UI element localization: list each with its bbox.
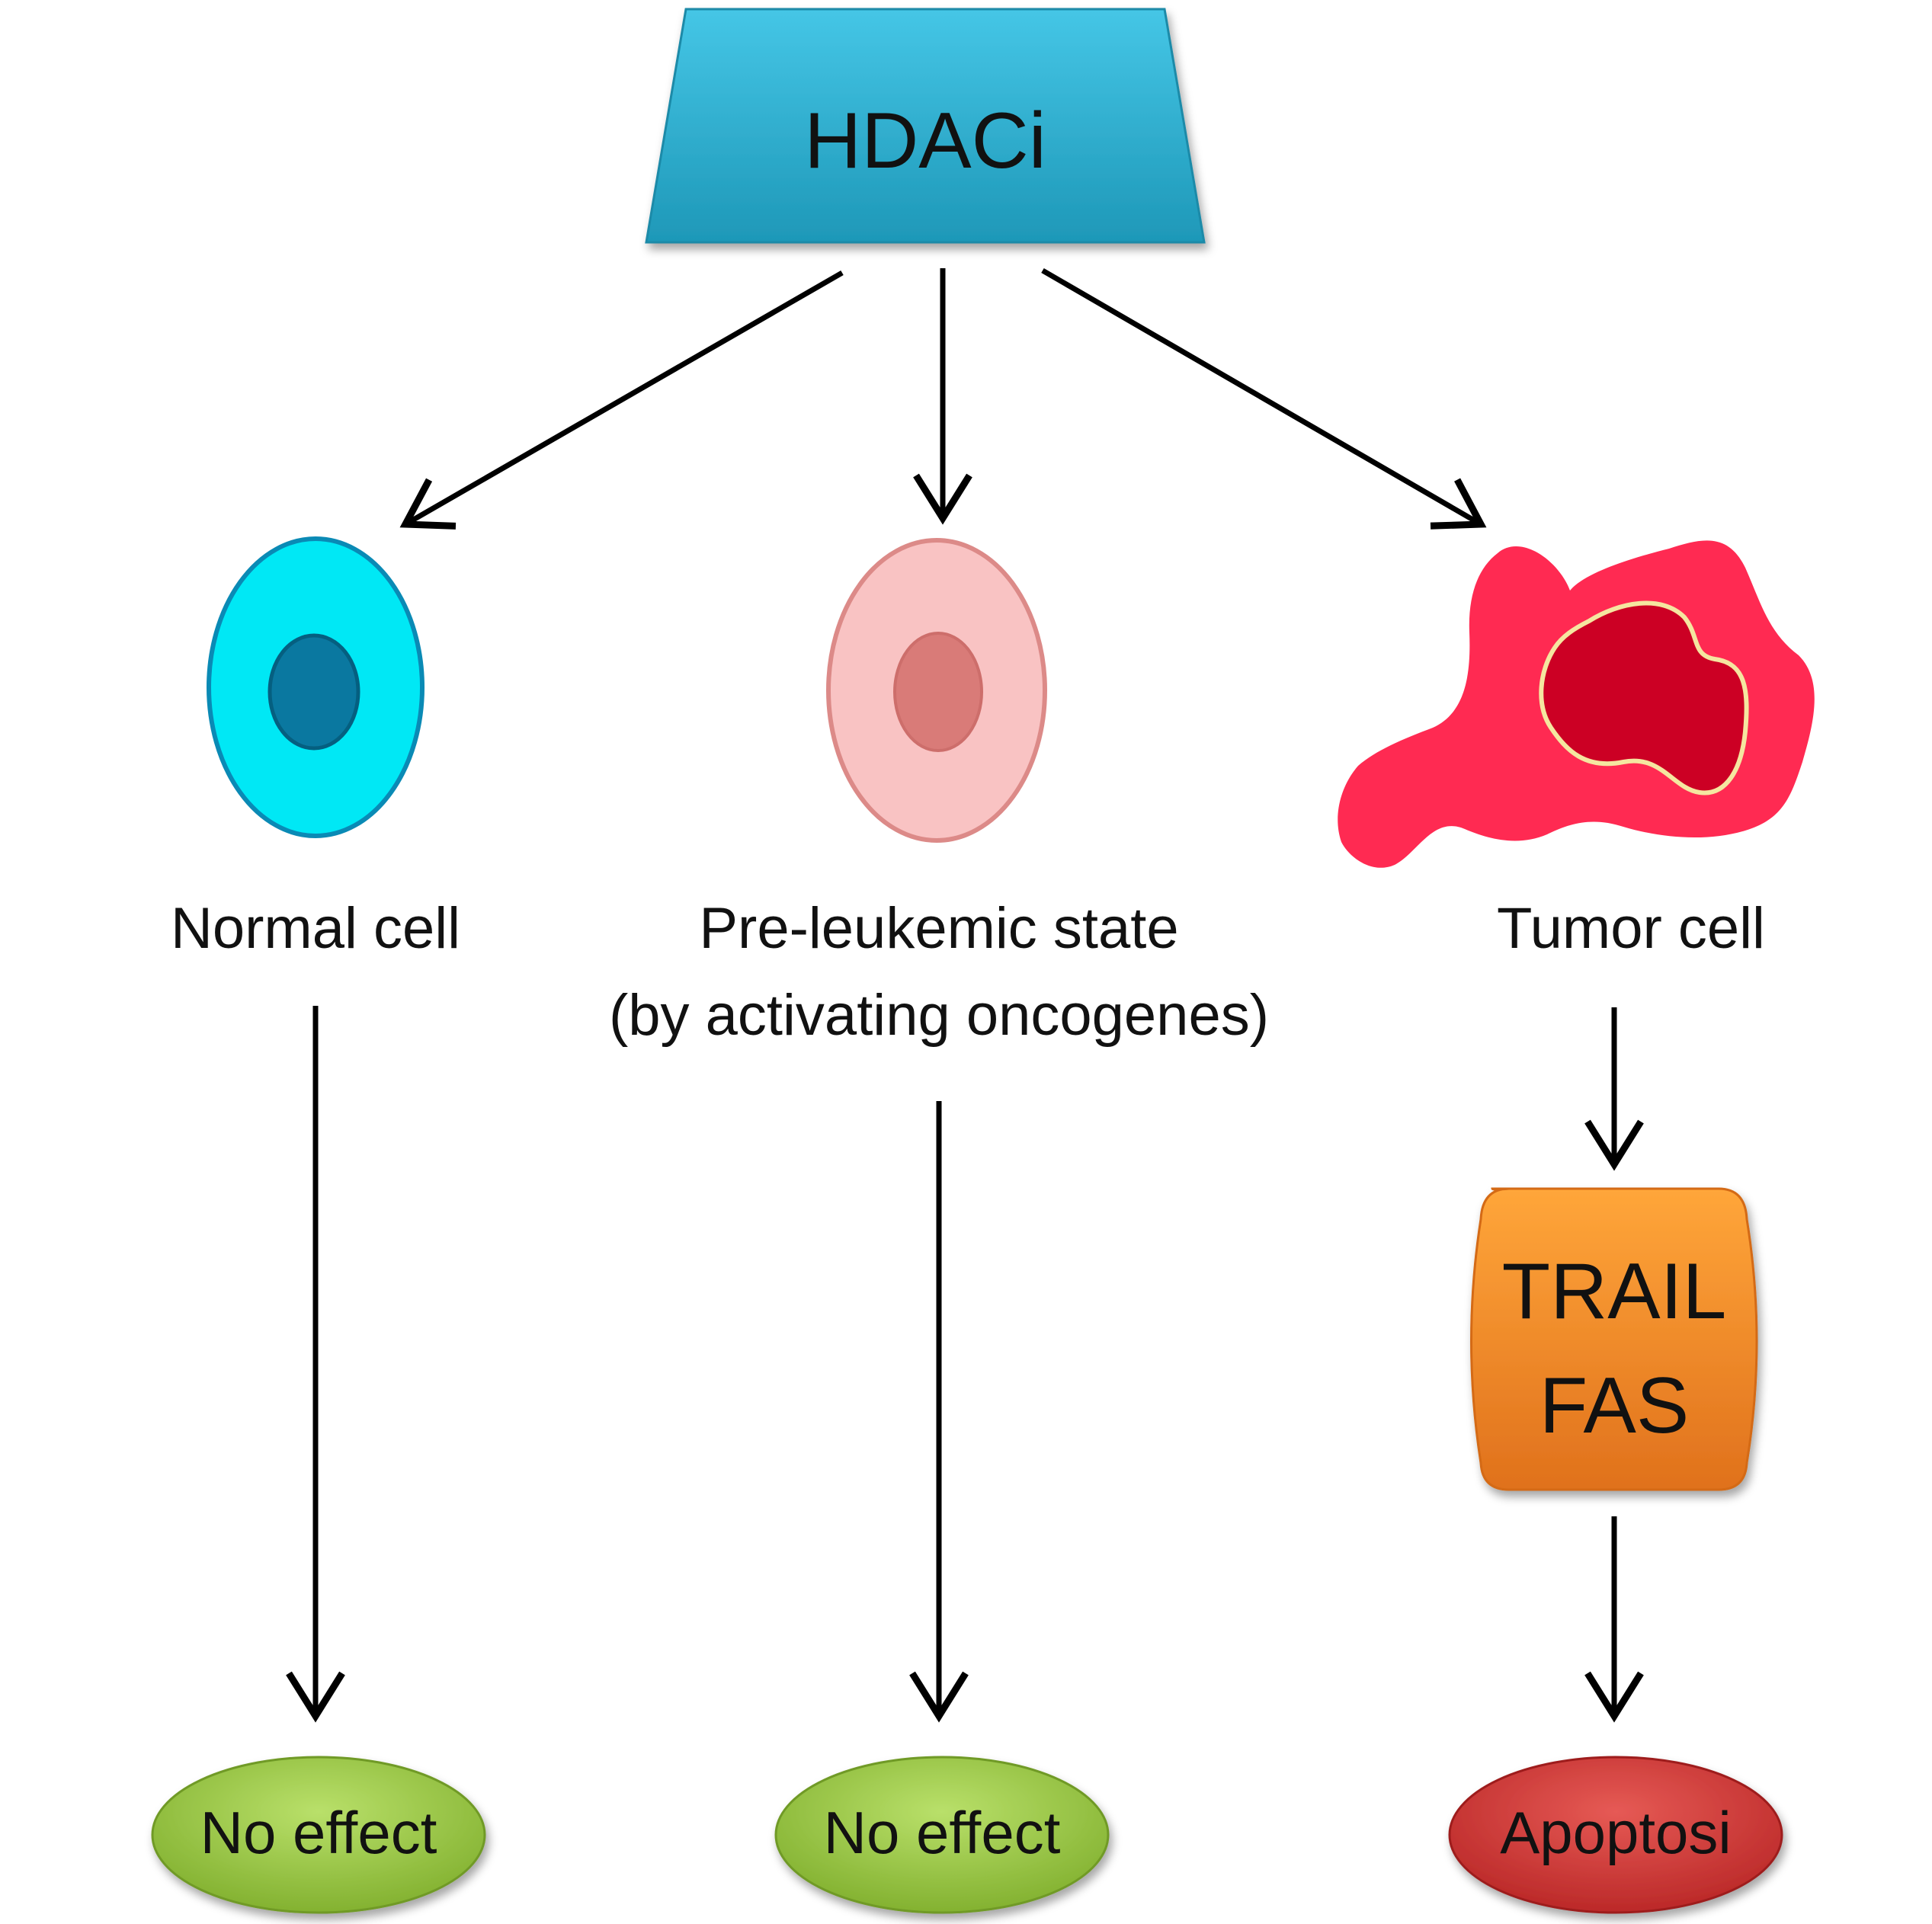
outcome-preleukemic-label: No effect — [824, 1799, 1061, 1866]
normal-cell-icon — [207, 536, 425, 838]
outcome-tumor: Apoptosi — [1448, 1756, 1783, 1914]
outcome-normal: No effect — [151, 1756, 486, 1914]
hdaci-node: HDACi — [645, 8, 1206, 244]
outcome-preleukemic: No effect — [774, 1756, 1110, 1914]
mediator-fas: FAS — [1540, 1362, 1690, 1450]
mediators-box: TRAIL FAS — [1470, 1187, 1758, 1491]
arrow-to-normal-cell — [399, 270, 844, 530]
arrows-from-hdaci — [399, 267, 1487, 530]
preleukemic-label-line1: Pre-leukemic state — [699, 896, 1178, 961]
outcome-normal-label: No effect — [200, 1799, 437, 1866]
arrow-to-tumor-cell — [1041, 267, 1487, 530]
outcome-tumor-label: Apoptosi — [1500, 1799, 1732, 1866]
mediator-trail: TRAIL — [1502, 1247, 1727, 1336]
normal-cell-label: Normal cell — [171, 896, 460, 961]
arrows-lower — [286, 1006, 1644, 1723]
preleukemic-label-line2: (by activating oncogenes) — [609, 983, 1269, 1048]
hdaci-label: HDACi — [804, 97, 1046, 185]
tumor-cell-icon — [1338, 540, 1815, 868]
preleukemic-cell-icon — [826, 538, 1047, 843]
tumor-cell-label: Tumor cell — [1497, 896, 1765, 961]
